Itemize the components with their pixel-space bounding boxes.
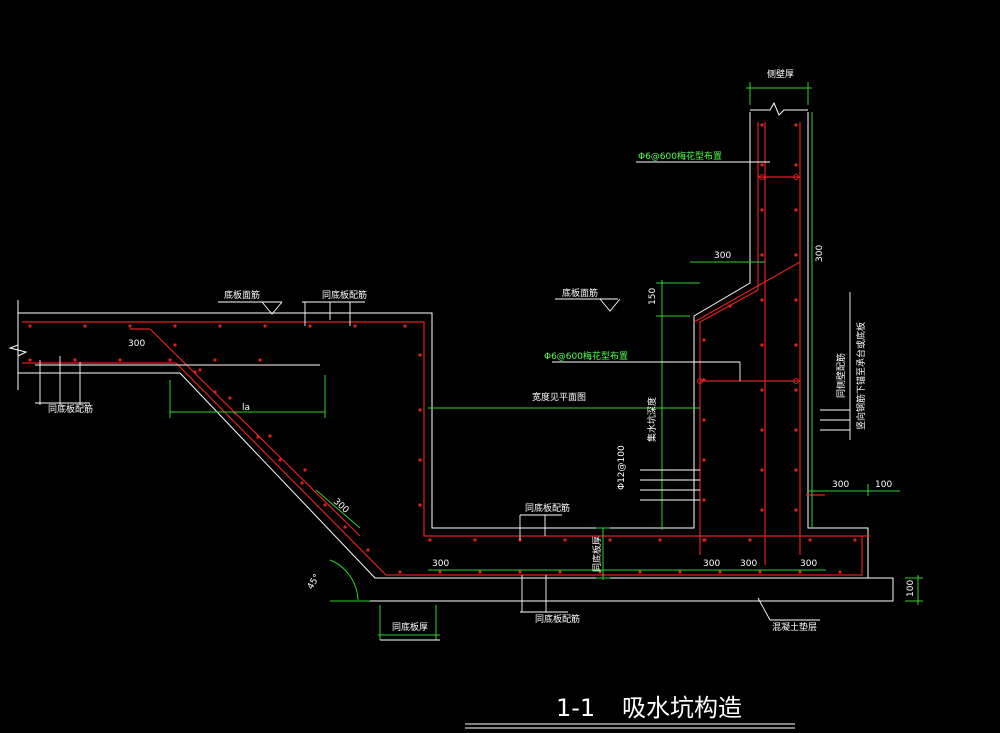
- label-300-b4: 300: [800, 559, 817, 569]
- label-slab-dist-bar-left: 同底板配筋: [322, 289, 367, 301]
- rebar: [22, 122, 870, 576]
- label-wall-bar-vertical: 同侧壁配筋: [835, 353, 847, 398]
- break-symbol-top: [750, 101, 808, 116]
- leaders: [35, 161, 851, 729]
- slope-bottom-edge: [179, 372, 868, 579]
- drawing-title: 1-1 吸水坑构造: [556, 694, 742, 722]
- label-300-b3: 300: [740, 559, 757, 569]
- label-300-side: 300: [714, 251, 731, 261]
- wall-bend-rebar: [693, 261, 801, 323]
- label-300-b1: 300: [432, 559, 449, 569]
- rebar-dots: [28, 123, 857, 574]
- label-150: 150: [648, 288, 658, 305]
- label-300-r: 300: [832, 480, 849, 490]
- label-pit-depth: 集水坑深度: [646, 397, 658, 442]
- title-text: 吸水坑构造: [622, 694, 742, 722]
- label-la: la: [242, 403, 250, 413]
- label-300-b2: 300: [703, 559, 720, 569]
- dim-300-slope: [315, 489, 361, 529]
- angle-arc: [329, 559, 359, 601]
- label-300-slope: 300: [331, 497, 351, 516]
- label-300-slope-top: 300: [128, 339, 145, 349]
- label-wall-thickness: 侧壁厚: [767, 68, 794, 80]
- label-bar-d12: Φ12@100: [617, 445, 627, 490]
- label-pit-bottom-thick: 同底板厚: [591, 536, 603, 572]
- concrete-outline: [8, 101, 894, 602]
- label-bottom-bar-bl: 同底板配筋: [535, 613, 580, 625]
- label-slab-top-bar-right: 底板面筋: [562, 287, 598, 299]
- label-slab-top-bar-left: 底板面筋: [224, 289, 260, 301]
- label-stirrup-mid: Φ6@600梅花型布置: [544, 350, 628, 362]
- label-angle: 45°: [306, 573, 323, 592]
- slope-rebar: [149, 328, 361, 537]
- title-number: 1-1: [556, 694, 595, 722]
- slab-bottom-rebar: [22, 362, 863, 576]
- wall-inner-rebar: [699, 122, 759, 555]
- label-slab-thickness: 同底板厚: [392, 621, 428, 633]
- label-bottom-bar-left: 同底板配筋: [48, 403, 93, 415]
- label-width-ref: 宽度见平面图: [532, 391, 586, 403]
- label-100-r: 100: [875, 480, 892, 490]
- slab-left-top-edge: [18, 112, 751, 529]
- break-symbol-left: [8, 344, 28, 357]
- top-rebar-left: [22, 321, 870, 537]
- label-100-b: 100: [906, 580, 916, 597]
- label-stirrup-top: Φ6@600梅花型布置: [638, 150, 722, 162]
- label-cushion: 混凝土垫层: [772, 621, 817, 633]
- dimension-lines: [169, 82, 923, 640]
- labels: 侧壁厚 Φ6@600梅花型布置 300 300 150 底板面筋 同底板配筋 底…: [48, 68, 916, 633]
- label-pit-bottom-bar: 同底板配筋: [525, 502, 570, 514]
- label-300-wall: 300: [815, 245, 825, 262]
- label-wall-bar-note: 竖向钢筋下锚至承台或底板: [855, 322, 867, 430]
